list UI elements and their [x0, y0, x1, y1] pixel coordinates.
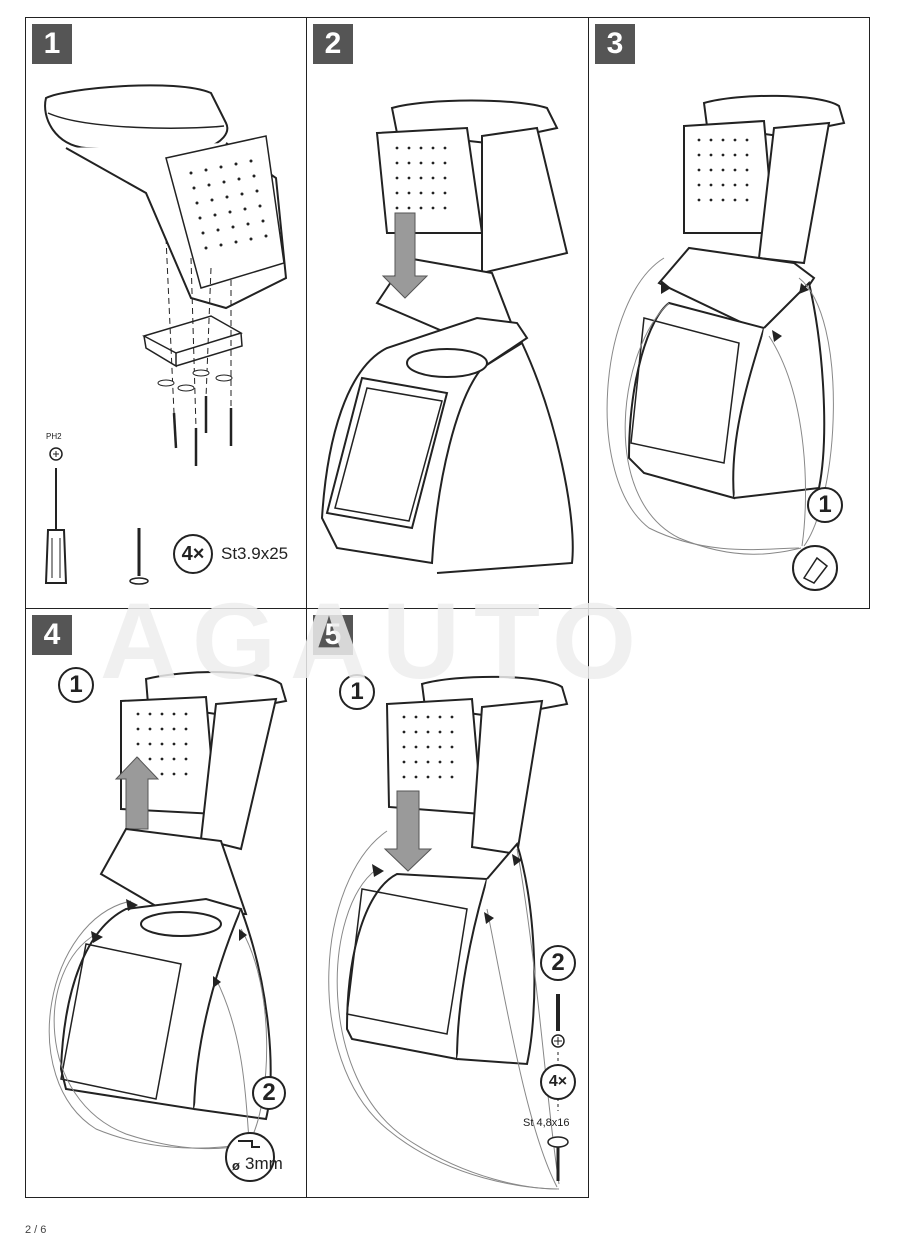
quantity-badge: 4× — [173, 534, 213, 574]
step-1-illustration — [44, 84, 288, 585]
step-4-panel: 4 1 2 ø 3mm — [25, 608, 307, 1198]
step-5-badge: 5 — [313, 615, 353, 655]
screw-icon — [129, 528, 149, 585]
step-2-badge: 2 — [313, 24, 353, 64]
step-5-screw-spec: St 4,8x16 — [523, 1117, 570, 1129]
step-2-illustration — [320, 99, 574, 574]
step-5-quantity-badge: 4× — [540, 1064, 576, 1100]
step-4-substep-1-badge: 1 — [58, 667, 94, 703]
screw-spec-label: St3.9x25 — [221, 544, 289, 563]
drill-diameter-symbol: ø — [232, 1158, 240, 1173]
page-number: 2 / 6 — [25, 1224, 47, 1236]
step-1-badge: 1 — [32, 24, 72, 64]
step-2-panel: 2 — [306, 17, 589, 609]
step-3-illustration — [606, 94, 846, 591]
step-5-illustration — [328, 675, 569, 1190]
step-3-badge: 3 — [595, 24, 635, 64]
screw-icon — [547, 1136, 569, 1181]
step-3-substep-badge: 1 — [807, 487, 843, 523]
screwdriver-icon — [551, 994, 565, 1111]
step-1-panel: 1 — [25, 17, 307, 609]
step-5-panel: 5 — [306, 608, 589, 1198]
drill-icon — [225, 1132, 275, 1182]
step-5-substep-2-badge: 2 — [540, 945, 576, 981]
glue-icon — [792, 545, 838, 591]
screwdriver-label: PH2 — [46, 432, 62, 441]
step-4-illustration — [48, 671, 288, 1182]
step-3-panel: 3 1 — [588, 17, 870, 609]
drill-spec-label: 3mm — [245, 1154, 283, 1173]
screwdriver-icon — [44, 447, 68, 584]
step-5-substep-1-badge: 1 — [339, 674, 375, 710]
perforation-pattern — [189, 159, 268, 250]
step-4-substep-2-badge: 2 — [252, 1076, 286, 1110]
step-4-badge: 4 — [32, 615, 72, 655]
